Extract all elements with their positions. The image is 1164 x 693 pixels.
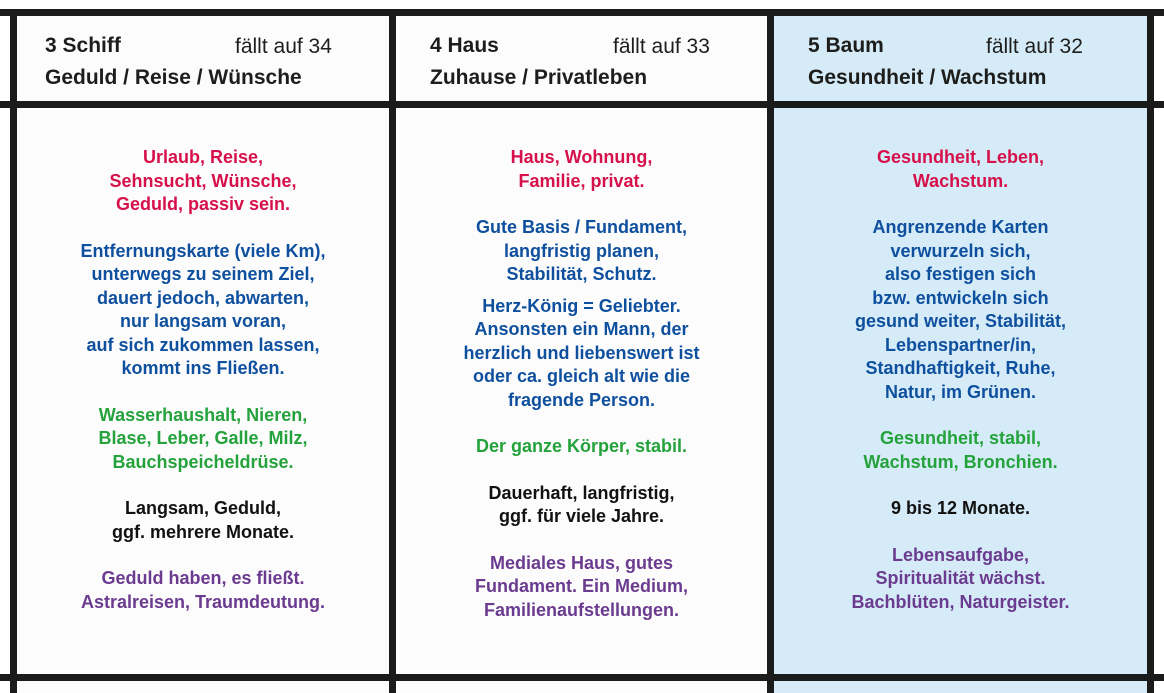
card-header-schiff: 3 Schiff fällt auf 34 Geduld / Reise / W… <box>17 16 389 101</box>
card-body-baum: Gesundheit, Leben, Wachstum. Angrenzende… <box>774 108 1147 674</box>
meaning-detail: Angrenzende Karten verwurzeln sich, also… <box>854 217 1067 402</box>
card-header-baum: 5 Baum fällt auf 32 Gesundheit / Wachstu… <box>774 16 1147 101</box>
meaning-detail: Entfernungskarte (viele Km), unterwegs z… <box>80 240 326 379</box>
card-subtitle: Zuhause / Privatleben <box>430 66 648 89</box>
meaning-spiritual: Lebensaufgabe, Spiritualität wächst. Bac… <box>851 544 1070 612</box>
card-meanings: Gesundheit, Leben, Wachstum. Angrenzende… <box>774 146 1147 637</box>
card-subtitle: Geduld / Reise / Wünsche <box>45 66 302 89</box>
meaning-spiritual: Mediales Haus, gutes Fundament. Ein Medi… <box>474 552 688 620</box>
card-body-haus: Haus, Wohnung, Familie, privat. Gute Bas… <box>396 108 767 674</box>
meaning-person: Herz-König = Geliebter. Ansonsten ein Ma… <box>463 295 700 410</box>
meaning-general: Urlaub, Reise, Sehnsucht, Wünsche, Gedul… <box>109 147 297 214</box>
meaning-timing: Dauerhaft, langfristig, ggf. für viele J… <box>488 482 675 527</box>
meaning-general: Haus, Wohnung, Familie, privat. <box>510 147 653 191</box>
grid-line-header <box>0 101 1164 108</box>
card-title: 5 Baum <box>808 34 884 57</box>
card-header-haus: 4 Haus fällt auf 33 Zuhause / Privatlebe… <box>396 16 767 101</box>
meaning-timing: 9 bis 12 Monate. <box>890 498 1031 518</box>
grid-line-vertical <box>1147 9 1154 693</box>
meaning-timing: Langsam, Geduld, ggf. mehrere Monate. <box>111 498 295 542</box>
card-meanings: Haus, Wohnung, Familie, privat. Gute Bas… <box>396 146 767 645</box>
grid-line-top <box>0 9 1164 16</box>
meaning-detail: Gute Basis / Fundament, langfristig plan… <box>475 217 688 284</box>
card-title: 4 Haus <box>430 34 499 57</box>
meaning-general: Gesundheit, Leben, Wachstum. <box>876 147 1045 191</box>
meaning-health: Wasserhaushalt, Nieren, Blase, Leber, Ga… <box>98 404 308 472</box>
grid-line-bottom <box>0 674 1164 681</box>
grid-line-vertical <box>389 9 396 693</box>
next-row-cell <box>17 681 389 693</box>
card-body-schiff: Urlaub, Reise, Sehnsucht, Wünsche, Gedul… <box>17 108 389 674</box>
card-title: 3 Schiff <box>45 34 121 57</box>
next-row-cell <box>396 681 767 693</box>
grid-line-vertical <box>767 9 774 693</box>
meaning-health: Der ganze Körper, stabil. <box>475 436 688 456</box>
card-subtitle: Gesundheit / Wachstum <box>808 66 1047 89</box>
meaning-spiritual: Geduld haben, es fließt. Astralreisen, T… <box>80 568 326 612</box>
grid-line-vertical <box>10 9 17 693</box>
card-meanings: Urlaub, Reise, Sehnsucht, Wünsche, Gedul… <box>17 146 389 637</box>
falls-on-label: fällt auf 32 <box>986 35 1083 58</box>
falls-on-label: fällt auf 33 <box>613 35 710 58</box>
falls-on-label: fällt auf 34 <box>235 35 332 58</box>
meaning-health: Gesundheit, stabil, Wachstum, Bronchien. <box>863 428 1058 472</box>
next-row-cell <box>774 681 1147 693</box>
